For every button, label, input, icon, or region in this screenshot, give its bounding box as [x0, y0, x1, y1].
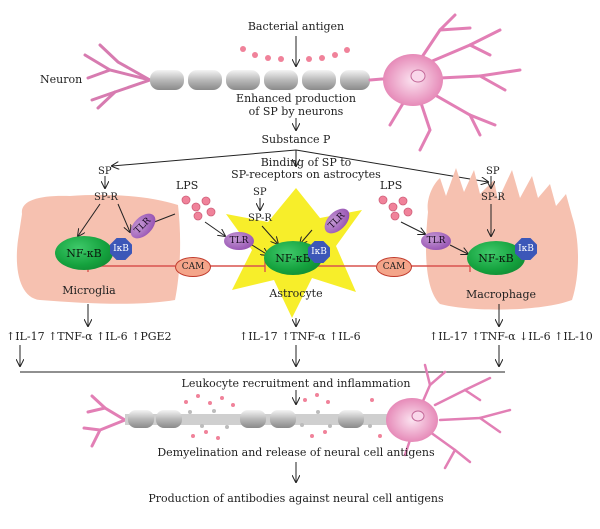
enhanced-production-line2: of SP by neurons [248, 105, 344, 118]
lps-dots-right [378, 195, 413, 221]
microglia-cytokines: ↑IL-17 ↑TNF-α ↑IL-6 ↑PGE2 [6, 330, 172, 343]
macrophage-tlr: TLR [421, 232, 451, 250]
neuron-top [83, 13, 522, 152]
binding-line1: Binding of SP to [260, 156, 352, 169]
neuron-top-dendrites-right [368, 13, 522, 152]
cell-output-arrows [20, 304, 499, 366]
microglia-spr-label: SP-R [94, 192, 118, 203]
lps-label-right: LPS [380, 179, 403, 192]
astrocyte-sp-label: SP [253, 187, 267, 198]
neuron-label: Neuron [40, 73, 83, 86]
enhanced-production-line1: Enhanced production [236, 92, 356, 105]
receptor-arrows [78, 176, 491, 255]
bacterial-antigen-label: Bacterial antigen [247, 20, 345, 33]
leukocyte-recruitment-label: Leukocyte recruitment and inflammation [181, 377, 411, 390]
demyelination-label: Demyelination and release of neural cell… [157, 446, 435, 459]
substance-p-label: Substance P [261, 133, 331, 146]
astrocyte-ikb: IκB [308, 241, 330, 263]
macrophage-sp-label: SP [486, 166, 500, 177]
lps-dots-left [181, 195, 216, 221]
microglia-ikb: IκB [110, 238, 132, 260]
binding-line2: SP-receptors on astrocytes [231, 168, 381, 181]
astrocyte-tlr-left: TLR [224, 232, 254, 250]
cam-left: CAM [175, 257, 211, 277]
microglia-sp-label: SP [98, 166, 112, 177]
neuron-bottom [82, 363, 512, 470]
astrocyte-label: Astrocyte [269, 287, 323, 300]
macrophage-spr-label: SP-R [481, 192, 505, 203]
neuron-top-nucleus [410, 69, 426, 83]
microglia-nfkb: NF-κB [55, 236, 113, 270]
macrophage-cytokines: ↑IL-17 ↑TNF-α ↓IL-6 ↑IL-10 [429, 330, 593, 343]
macrophage-label: Macrophage [465, 288, 537, 301]
astrocyte-cytokines: ↑IL-17 ↑TNF-α ↑IL-6 [239, 330, 361, 343]
astrocyte-spr-label: SP-R [248, 213, 272, 224]
neuron-top-axon [150, 70, 370, 90]
microglia-label: Microglia [62, 284, 116, 297]
lps-label-left: LPS [176, 179, 199, 192]
cam-right: CAM [376, 257, 412, 277]
neuron-top-dendrites-left [83, 43, 152, 110]
macrophage-cell [425, 168, 578, 310]
macrophage-ikb: IκB [515, 238, 537, 260]
antibody-production-label: Production of antibodies against neural … [148, 492, 444, 505]
bacterial-antigen-dots [240, 46, 350, 62]
